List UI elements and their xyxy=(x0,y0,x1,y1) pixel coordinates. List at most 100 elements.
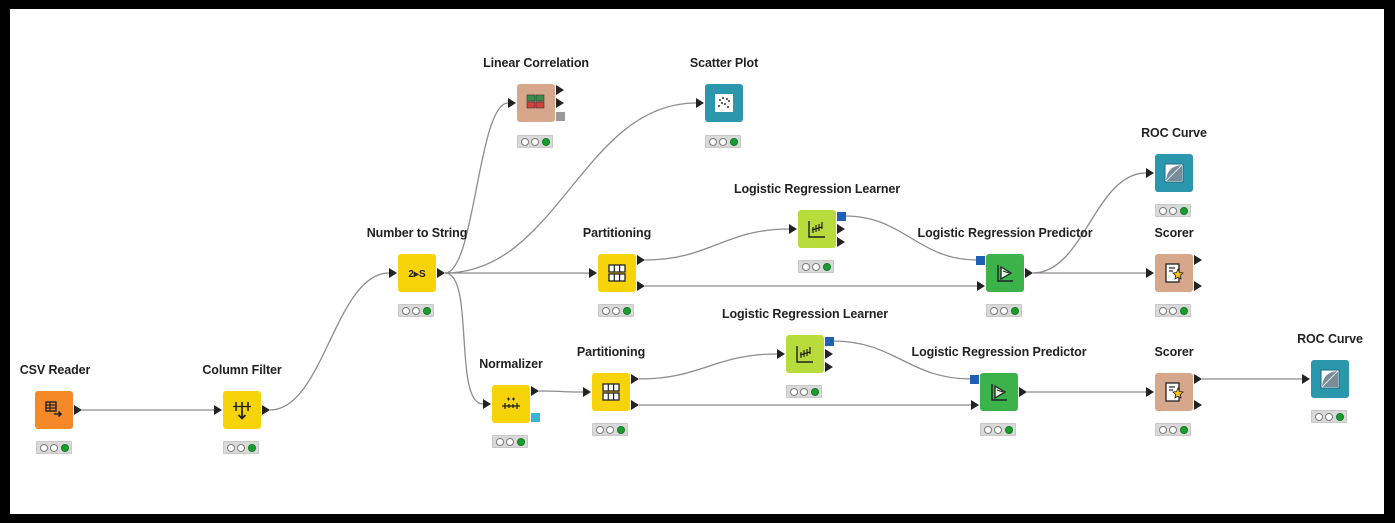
node-lr-learner-1[interactable] xyxy=(798,210,836,248)
node-column-filter[interactable] xyxy=(223,391,261,429)
output-port[interactable] xyxy=(437,268,445,278)
connection-column-filter-to-number-to-string[interactable] xyxy=(269,272,390,411)
input-port[interactable] xyxy=(777,349,785,359)
node-label-lr-predictor-1[interactable]: Logistic Regression Predictor xyxy=(917,226,1093,240)
output-port[interactable] xyxy=(837,237,845,247)
input-port[interactable] xyxy=(696,98,704,108)
input-port[interactable] xyxy=(589,268,597,278)
node-label-lr-learner-1[interactable]: Logistic Regression Learner xyxy=(733,182,901,196)
connection-lr-predictor-1-to-roc-curve-1[interactable] xyxy=(1032,172,1147,274)
status-dot-yellow xyxy=(1325,412,1333,421)
node-linear-correlation[interactable] xyxy=(517,84,555,122)
status-dot-green xyxy=(616,425,625,434)
input-port[interactable] xyxy=(389,268,397,278)
node-label-linear-correlation[interactable]: Linear Correlation xyxy=(483,56,589,70)
output-port[interactable] xyxy=(637,255,645,265)
connection-lr-learner-2-to-lr-predictor-2[interactable] xyxy=(832,340,972,380)
connection-partitioning-1-to-lr-learner-1[interactable] xyxy=(644,228,790,261)
output-port[interactable] xyxy=(556,98,564,108)
output-port[interactable] xyxy=(837,212,846,221)
learner-icon xyxy=(805,217,829,241)
node-label-csv-reader[interactable]: CSV Reader xyxy=(19,363,91,377)
input-port[interactable] xyxy=(970,375,979,384)
status-dot-green xyxy=(810,387,819,396)
output-port[interactable] xyxy=(556,85,564,95)
output-port[interactable] xyxy=(631,400,639,410)
node-csv-reader[interactable] xyxy=(35,391,73,429)
node-label-lr-predictor-2[interactable]: Logistic Regression Predictor xyxy=(911,345,1087,359)
input-port[interactable] xyxy=(789,224,797,234)
output-port[interactable] xyxy=(1019,387,1027,397)
output-port[interactable] xyxy=(74,405,82,415)
connection-number-to-string-to-scatter-plot[interactable] xyxy=(444,102,697,274)
node-label-roc-curve-2[interactable]: ROC Curve xyxy=(1297,332,1363,346)
node-label-partitioning-1[interactable]: Partitioning xyxy=(582,226,652,240)
output-port[interactable] xyxy=(1194,400,1202,410)
status-dot-yellow xyxy=(612,306,620,315)
output-port[interactable] xyxy=(825,362,833,372)
output-port[interactable] xyxy=(531,413,540,422)
connection-lr-learner-1-to-lr-predictor-1[interactable] xyxy=(844,215,978,261)
node-normalizer[interactable] xyxy=(492,385,530,423)
input-port[interactable] xyxy=(976,256,985,265)
node-label-scorer-1[interactable]: Scorer xyxy=(1154,226,1194,240)
input-port[interactable] xyxy=(1146,387,1154,397)
input-port[interactable] xyxy=(1146,168,1154,178)
node-label-normalizer[interactable]: Normalizer xyxy=(479,357,543,371)
output-port[interactable] xyxy=(262,405,270,415)
connection-normalizer-to-partitioning-2[interactable] xyxy=(538,390,584,393)
output-port[interactable] xyxy=(637,281,645,291)
input-port[interactable] xyxy=(1146,268,1154,278)
input-port[interactable] xyxy=(508,98,516,108)
status-dot-red xyxy=(401,306,410,315)
node-status-indicator xyxy=(1155,204,1191,217)
node-label-scorer-2[interactable]: Scorer xyxy=(1154,345,1194,359)
input-port[interactable] xyxy=(971,400,979,410)
output-port[interactable] xyxy=(531,386,539,396)
node-label-partitioning-2[interactable]: Partitioning xyxy=(576,345,646,359)
status-dot-red xyxy=(708,137,717,146)
input-port[interactable] xyxy=(214,405,222,415)
node-label-roc-curve-1[interactable]: ROC Curve xyxy=(1141,126,1207,140)
node-scorer-2[interactable] xyxy=(1155,373,1193,411)
node-label-number-to-string[interactable]: Number to String xyxy=(366,226,468,240)
node-scatter-plot[interactable] xyxy=(705,84,743,122)
status-dot-red xyxy=(1158,425,1167,434)
status-dot-yellow xyxy=(531,137,539,146)
output-port[interactable] xyxy=(1194,374,1202,384)
node-number-to-string[interactable]: 2▸S xyxy=(398,254,436,292)
output-port[interactable] xyxy=(1194,255,1202,265)
node-partitioning-2[interactable] xyxy=(592,373,630,411)
input-port[interactable] xyxy=(1302,374,1310,384)
node-status-indicator xyxy=(786,385,822,398)
connection-partitioning-2-to-lr-learner-2[interactable] xyxy=(638,353,778,380)
input-port[interactable] xyxy=(583,387,591,397)
status-dot-yellow xyxy=(719,137,727,146)
node-lr-predictor-1[interactable] xyxy=(986,254,1024,292)
status-dot-red xyxy=(595,425,604,434)
node-roc-curve-1[interactable] xyxy=(1155,154,1193,192)
status-dot-red xyxy=(1158,306,1167,315)
node-label-column-filter[interactable]: Column Filter xyxy=(202,363,282,377)
output-port[interactable] xyxy=(825,337,834,346)
output-port[interactable] xyxy=(556,112,565,121)
node-scorer-1[interactable] xyxy=(1155,254,1193,292)
output-port[interactable] xyxy=(837,224,845,234)
status-dot-yellow xyxy=(412,306,420,315)
connection-number-to-string-to-linear-correlation[interactable] xyxy=(444,102,509,274)
node-partitioning-1[interactable] xyxy=(598,254,636,292)
output-port[interactable] xyxy=(1025,268,1033,278)
output-port[interactable] xyxy=(825,349,833,359)
connection-number-to-string-to-normalizer[interactable] xyxy=(444,272,484,405)
node-label-scatter-plot[interactable]: Scatter Plot xyxy=(689,56,759,70)
node-lr-learner-2[interactable] xyxy=(786,335,824,373)
node-lr-predictor-2[interactable] xyxy=(980,373,1018,411)
input-port[interactable] xyxy=(977,281,985,291)
node-label-lr-learner-2[interactable]: Logistic Regression Learner xyxy=(721,307,889,321)
node-roc-curve-2[interactable] xyxy=(1311,360,1349,398)
output-port[interactable] xyxy=(1194,281,1202,291)
output-port[interactable] xyxy=(631,374,639,384)
node-status-indicator xyxy=(36,441,72,454)
status-dot-green xyxy=(541,137,550,146)
input-port[interactable] xyxy=(483,399,491,409)
